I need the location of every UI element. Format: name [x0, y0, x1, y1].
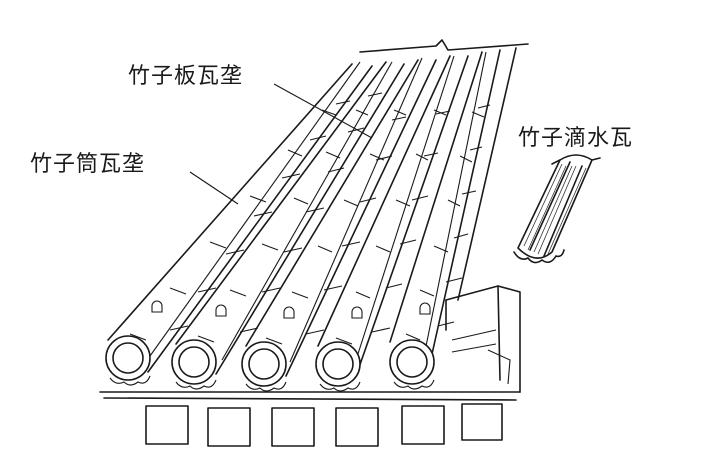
tube-end-3	[241, 341, 287, 392]
tube-end-4	[315, 341, 361, 392]
board-tile-rows	[149, 51, 491, 363]
tube-end-1	[105, 335, 151, 386]
tube-end-2	[171, 339, 217, 390]
rafter-ends	[145, 403, 503, 447]
tube-end-5	[389, 339, 435, 390]
label-board-tile: 竹子板瓦垄	[128, 64, 244, 89]
eave-board	[99, 391, 521, 401]
ridge-line	[359, 39, 529, 53]
label-drip-tile: 竹子滴水瓦	[518, 126, 634, 151]
leader-lines	[189, 83, 373, 205]
tube-tile-rows	[107, 47, 517, 377]
nail-holes	[151, 300, 431, 319]
side-fascia	[445, 285, 521, 393]
tube-end-caps	[105, 335, 435, 392]
label-tube-tile: 竹子筒瓦垄	[30, 152, 146, 177]
drip-tile	[513, 154, 601, 264]
